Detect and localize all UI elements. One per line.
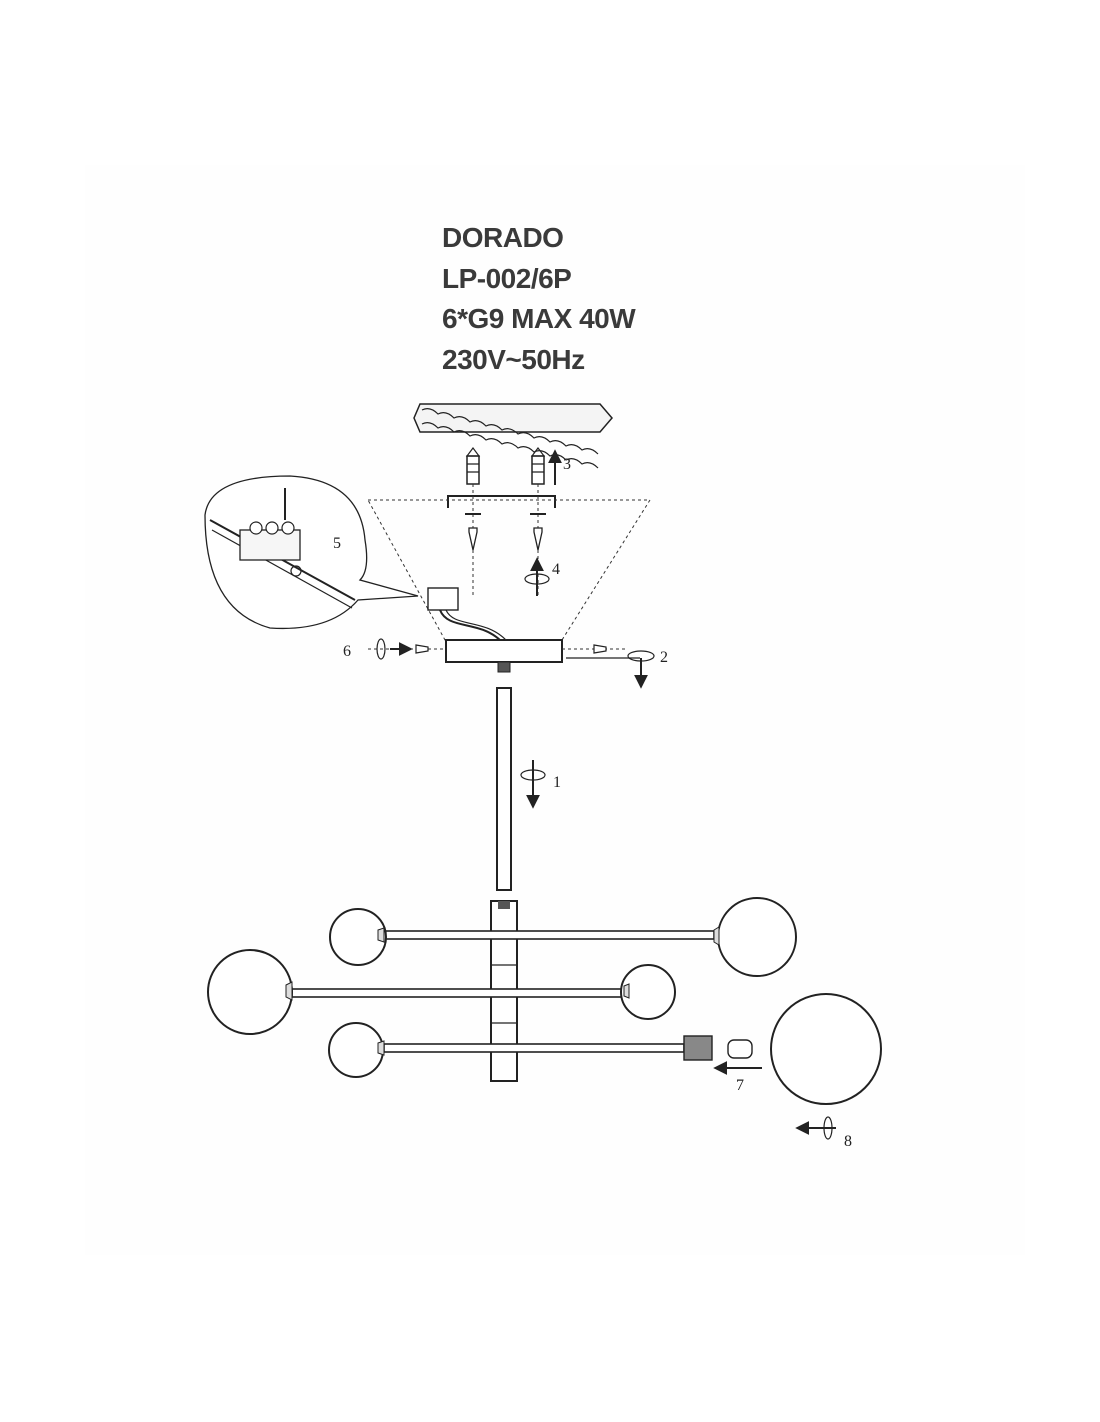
step-4-label: 4 xyxy=(552,561,560,578)
wall-plug-left xyxy=(465,447,481,485)
arm-top xyxy=(329,897,797,977)
screw-left xyxy=(465,513,481,551)
glass-globe-large xyxy=(717,897,797,977)
rotate-left-icon xyxy=(795,1116,836,1140)
g9-bulb xyxy=(727,1039,753,1059)
step-6-label: 6 xyxy=(343,643,351,660)
step-5-label: 5 xyxy=(333,535,341,552)
step-8-label: 8 xyxy=(844,1133,852,1150)
canopy xyxy=(445,639,563,673)
wires xyxy=(427,587,507,641)
product-name: DORADO xyxy=(442,222,564,253)
rotate-up-icon xyxy=(524,557,550,596)
screw-right xyxy=(530,513,546,551)
glass-globe-large xyxy=(207,949,293,1035)
glass-globe-loose xyxy=(770,993,882,1105)
suspension-rod xyxy=(496,687,512,891)
rotate-down-icon xyxy=(520,760,546,809)
model-number: LP-002/6P xyxy=(442,262,572,294)
arm-middle xyxy=(207,949,676,1035)
lamp-socket xyxy=(683,1035,713,1061)
canopy-projection xyxy=(367,499,651,641)
bulb-rating: 6*G9 MAX 40W xyxy=(442,303,636,334)
terminal-block-detail xyxy=(204,475,419,630)
step-2-label: 2 xyxy=(660,649,668,666)
step-3-label: 3 xyxy=(563,456,571,473)
side-screw-left xyxy=(368,638,446,660)
ceiling-surface xyxy=(413,403,613,469)
voltage-rating: 230V~50Hz xyxy=(442,343,585,375)
arm-bottom xyxy=(328,1022,753,1078)
step-7-label: 7 xyxy=(736,1077,744,1094)
product-spec-block: DORADO LP-002/6P 6*G9 MAX 40W 230V~50Hz xyxy=(442,218,636,380)
glass-globe-small xyxy=(620,964,676,1020)
step-1-label: 1 xyxy=(553,774,561,791)
glass-globe-small xyxy=(329,908,387,966)
side-screw-right xyxy=(562,644,655,689)
glass-globe-small xyxy=(328,1022,384,1078)
wall-plug-right xyxy=(530,447,546,485)
